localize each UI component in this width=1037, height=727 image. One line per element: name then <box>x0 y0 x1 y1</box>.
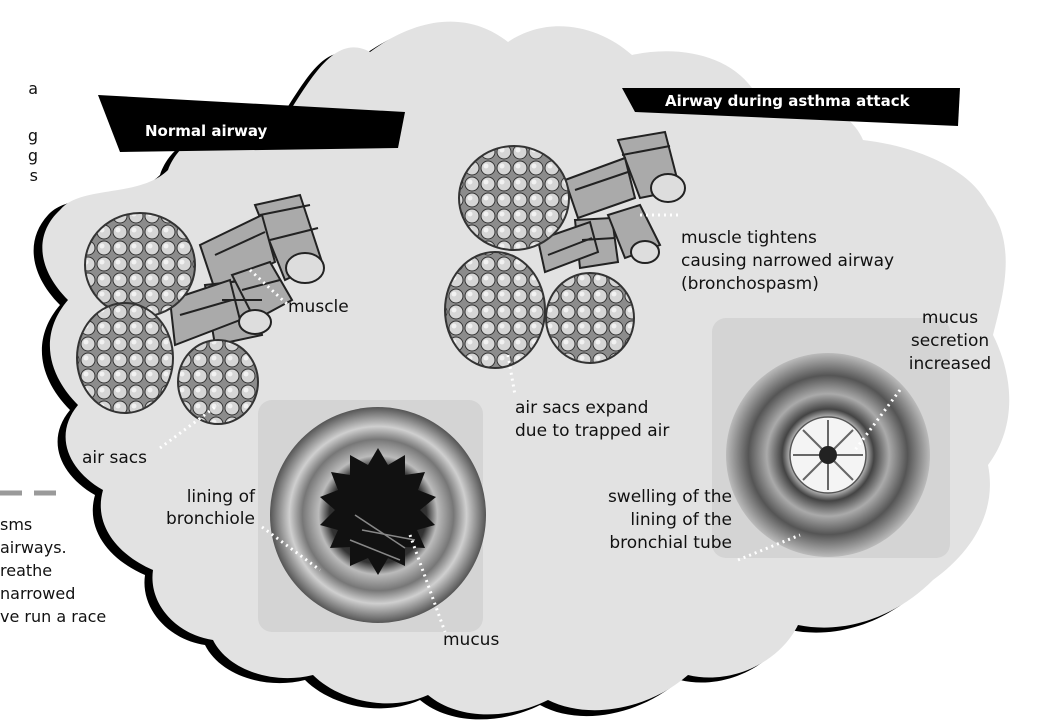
label-mucus-secretion-2: secretion <box>895 331 1005 352</box>
label-lining-of-bronchiole-1: lining of <box>150 487 255 508</box>
label-swelling-1: swelling of the <box>570 487 732 508</box>
left-text-bottom-3: reathe <box>0 560 52 581</box>
left-text-top-2: g <box>0 125 38 146</box>
label-muscle-tightens-2: causing narrowed airway <box>681 251 894 272</box>
label-air-sacs: air sacs <box>82 448 147 469</box>
banner-normal-airway: Normal airway <box>145 122 267 140</box>
left-text-bottom-2: airways. <box>0 537 67 558</box>
left-text-top-1: a <box>0 78 38 99</box>
label-muscle-tightens-1: muscle tightens <box>681 228 817 249</box>
left-text-top-4: s <box>0 165 38 186</box>
label-muscle: muscle <box>288 297 349 318</box>
label-mucus-secretion-1: mucus <box>895 308 1005 329</box>
label-air-sacs-expand-1: air sacs expand <box>515 398 648 419</box>
left-text-bottom-5: ve run a race <box>0 606 106 627</box>
left-text-bottom-4: narrowed <box>0 583 75 604</box>
label-muscle-tightens-3: (bronchospasm) <box>681 274 819 295</box>
left-text-top-3: g <box>0 145 38 166</box>
normal-cross-section <box>258 400 486 632</box>
banner-asthma-airway: Airway during asthma attack <box>665 92 910 110</box>
label-mucus-secretion-3: increased <box>895 354 1005 375</box>
label-mucus: mucus <box>443 630 499 651</box>
label-swelling-3: bronchial tube <box>570 533 732 554</box>
label-swelling-2: lining of the <box>570 510 732 531</box>
label-lining-of-bronchiole-2: bronchiole <box>150 509 255 530</box>
label-air-sacs-expand-2: due to trapped air <box>515 421 669 442</box>
left-text-bottom-1: sms <box>0 514 32 535</box>
